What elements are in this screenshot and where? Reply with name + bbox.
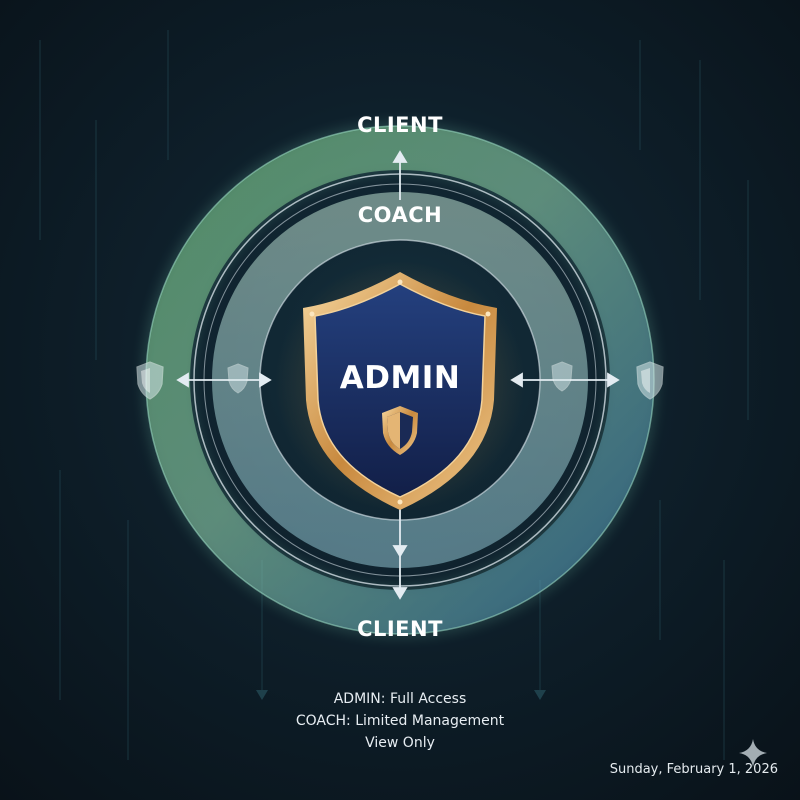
access-legend: ADMIN: Full Access COACH: Limited Manage…: [200, 688, 600, 754]
arrow-bottom: [392, 506, 408, 600]
legend-item-admin: ADMIN: Full Access: [333, 691, 467, 707]
legend-item-coach: COACH: Limited Management: [295, 713, 505, 729]
arrow-top: [392, 150, 408, 200]
small-shield-icon: [551, 361, 573, 392]
outer-ring-top-label: CLIENT: [357, 113, 443, 137]
outer-ring-client: [146, 126, 654, 634]
legend-item-client: View Only: [365, 735, 435, 751]
date-stamp: Sunday, February 1, 2026: [609, 762, 778, 777]
arrow-left: [176, 372, 272, 388]
small-shield-icon: [136, 361, 164, 400]
background-fade-arrow-left: [256, 690, 268, 700]
center-admin-label: ADMIN: [340, 360, 461, 396]
admin-emblem-shield-icon: [382, 406, 418, 455]
small-shield-icon: [636, 361, 664, 400]
inner-ring-label: COACH: [358, 203, 442, 227]
small-shield-icon: [227, 363, 249, 394]
sparkle-icon: [739, 739, 767, 767]
admin-shield-icon: [303, 272, 497, 510]
outer-ring-bottom-label: CLIENT: [357, 617, 443, 641]
background-fade-arrow-right: [534, 690, 546, 700]
